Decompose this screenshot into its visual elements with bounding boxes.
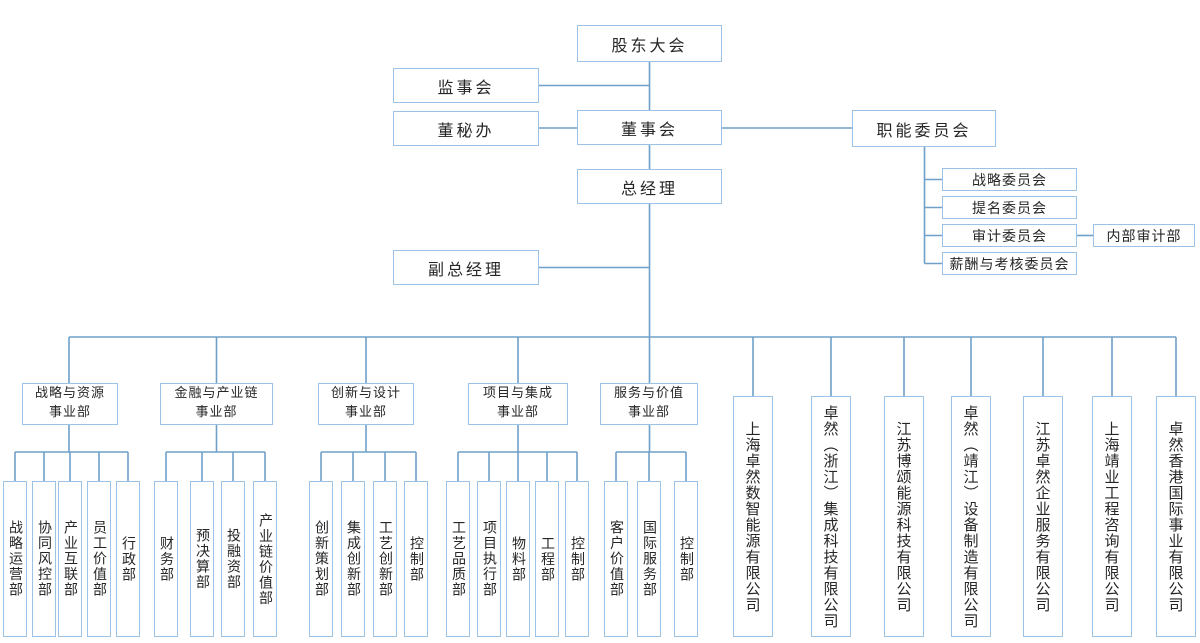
node-company-zhuoran-zhejiang-integration-tech: 卓然（浙江）集成科技有限公司: [811, 396, 851, 637]
node-dept-engineering: 工程部: [535, 481, 559, 637]
node-supervisory-board: 监事会: [393, 68, 539, 103]
node-dept-control-innovation: 控制部: [404, 481, 428, 637]
node-division-finance-industry-chain: 金融与产业链 事业部: [160, 383, 273, 425]
node-dept-budget-final-accounts: 预决算部: [190, 481, 214, 637]
node-division-service-value: 服务与价值 事业部: [600, 383, 698, 425]
node-audit-committee: 审计委员会: [942, 224, 1077, 247]
node-dept-integrated-innovation: 集成创新部: [341, 481, 365, 637]
node-company-zhuoran-jingjiang-equipment: 卓然（靖江）设备制造有限公司: [951, 396, 991, 637]
node-dept-investment-financing: 投融资部: [221, 481, 245, 637]
node-general-manager: 总经理: [577, 169, 722, 204]
node-functional-committees: 职能委员会: [852, 110, 996, 147]
node-dept-control-project: 控制部: [565, 481, 589, 637]
node-nomination-committee: 提名委员会: [942, 196, 1077, 219]
node-company-jiangsu-zhuoran-enterprise-service: 江苏卓然企业服务有限公司: [1023, 396, 1063, 637]
node-deputy-general-manager: 副总经理: [393, 250, 539, 285]
node-company-shanghai-jingye-engineering-consulting: 上海靖业工程咨询有限公司: [1092, 396, 1132, 637]
node-internal-audit-dept: 内部审计部: [1093, 224, 1195, 247]
node-dept-industry-chain-value: 产业链价值部: [253, 481, 277, 637]
node-company-zhuoran-hongkong-international: 卓然香港国际事业有限公司: [1156, 396, 1196, 637]
node-dept-finance: 财务部: [154, 481, 178, 637]
node-company-shanghai-zhuoran-digital-energy: 上海卓然数智能源有限公司: [733, 396, 773, 637]
node-board-secretary-office: 董秘办: [393, 111, 539, 146]
node-strategy-committee: 战略委员会: [942, 168, 1077, 191]
node-board-of-directors: 董事会: [577, 110, 722, 145]
node-dept-process-innovation: 工艺创新部: [373, 481, 397, 637]
node-dept-project-execution: 项目执行部: [477, 481, 501, 637]
node-dept-innovation-planning: 创新策划部: [309, 481, 333, 637]
node-dept-materials: 物料部: [506, 481, 530, 637]
node-compensation-appraisal-committee: 薪酬与考核委员会: [942, 252, 1077, 275]
node-company-jiangsu-bosong-energy-tech: 江苏博颂能源科技有限公司: [884, 396, 924, 637]
node-division-strategy-resources: 战略与资源 事业部: [22, 383, 118, 425]
node-dept-process-quality: 工艺品质部: [446, 481, 470, 637]
node-dept-collaborative-risk-control: 协同风控部: [32, 481, 56, 637]
node-division-innovation-design: 创新与设计 事业部: [318, 383, 414, 425]
node-dept-industry-interconnection: 产业互联部: [58, 481, 82, 637]
node-shareholders-meeting: 股东大会: [577, 25, 722, 62]
node-dept-administration: 行政部: [116, 481, 140, 637]
node-dept-strategic-operations: 战略运营部: [3, 481, 27, 637]
node-dept-international-service: 国际服务部: [637, 481, 661, 637]
node-dept-customer-value: 客户价值部: [604, 481, 628, 637]
node-division-project-integration: 项目与集成 事业部: [468, 383, 568, 425]
node-dept-employee-value: 员工价值部: [87, 481, 111, 637]
node-dept-control-service: 控制部: [674, 481, 698, 637]
